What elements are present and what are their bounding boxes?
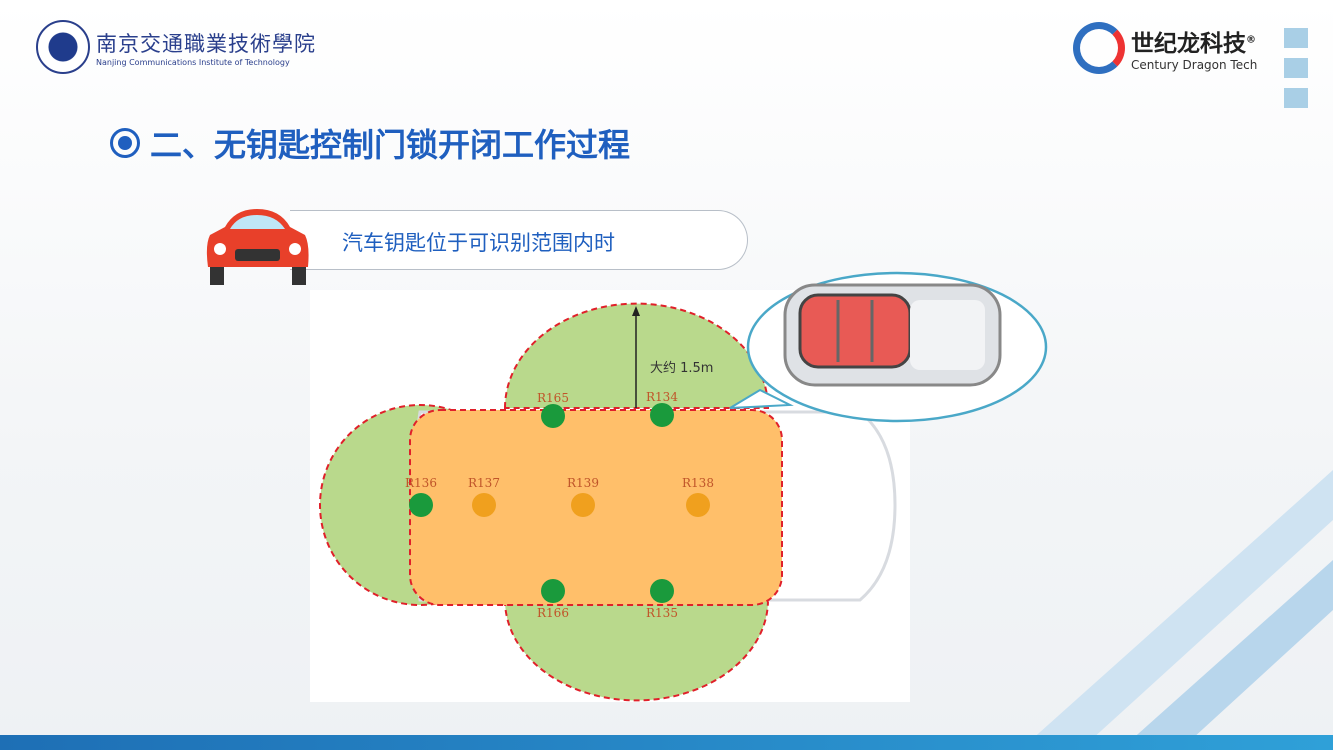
- antenna-label: R136: [405, 476, 437, 490]
- antenna-r166: [541, 579, 565, 603]
- zone-bottom: [503, 599, 770, 702]
- brand-logo: 世纪龙科技® Century Dragon Tech: [1073, 22, 1257, 74]
- distance-label: 大约 1.5m: [650, 361, 713, 376]
- antenna-label: R138: [682, 476, 714, 490]
- antenna-r136: [409, 493, 433, 517]
- arrow-head-icon: [632, 306, 640, 316]
- school-seal-icon: [36, 20, 90, 74]
- antenna-r165: [541, 404, 565, 428]
- slide-title-text: 二、无钥匙控制门锁开闭工作过程: [150, 126, 631, 164]
- registered-mark: ®: [1246, 34, 1256, 46]
- speech-bubble: [729, 271, 1048, 423]
- deco-square: [1284, 28, 1308, 48]
- brand-name: 世纪龙科技: [1131, 31, 1246, 57]
- zone-interior: [409, 409, 783, 606]
- school-name-en: Nanjing Communications Institute of Tech…: [96, 57, 290, 67]
- antenna-label: R165: [537, 391, 569, 405]
- car-front-icon: [206, 209, 309, 285]
- brand-name-en: Century Dragon Tech: [1131, 58, 1258, 72]
- antenna-label: R139: [567, 476, 599, 490]
- slide-title: 二、无钥匙控制门锁开闭工作过程: [110, 120, 630, 166]
- footer-bar: [0, 735, 1333, 750]
- antenna-r137: [472, 493, 496, 517]
- target-bullet-icon: [110, 128, 140, 158]
- antenna-label: R166: [537, 606, 569, 620]
- antenna-label: R135: [646, 606, 678, 620]
- deco-square: [1284, 88, 1308, 108]
- diagonal-stripes: [1020, 470, 1333, 750]
- school-name: 南京交通職業技術學院: [96, 31, 316, 56]
- antenna-label: R134: [646, 390, 678, 404]
- key-fob-icon: [783, 283, 1002, 387]
- caption-text: 汽车钥匙位于可识别范围内时: [342, 231, 615, 255]
- dragon-logo-icon: [1073, 22, 1125, 74]
- deco-square: [1284, 58, 1308, 78]
- antenna-r138: [686, 493, 710, 517]
- antenna-r139: [571, 493, 595, 517]
- caption-box: 汽车钥匙位于可识别范围内时: [290, 210, 748, 270]
- antenna-r134: [650, 403, 674, 427]
- antenna-label: R137: [468, 476, 500, 490]
- school-logo: 南京交通職業技術學院 Nanjing Communications Instit…: [36, 20, 316, 74]
- antenna-r135: [650, 579, 674, 603]
